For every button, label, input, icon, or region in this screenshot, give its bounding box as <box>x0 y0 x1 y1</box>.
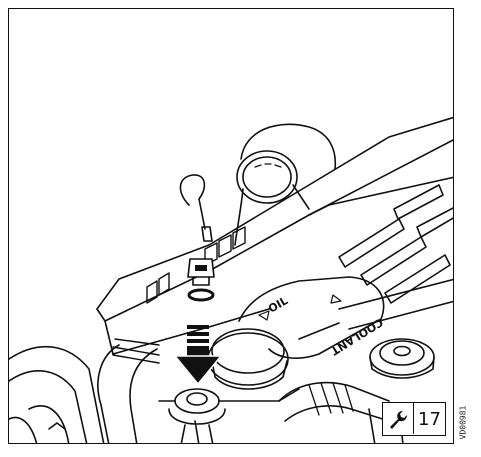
illustration-frame: OIL COOLANT 17 <box>8 8 454 444</box>
oil-label: OIL <box>266 294 290 315</box>
dipstick <box>179 174 213 242</box>
filler-area <box>238 276 385 359</box>
air-intake <box>234 123 337 246</box>
drain-plug <box>158 388 300 443</box>
engine-illustration: OIL COOLANT <box>9 116 453 443</box>
step-badge: 17 <box>382 402 446 436</box>
reference-code-text: VD00981 <box>458 405 468 440</box>
down-arrow <box>174 325 222 385</box>
hose-left <box>97 338 160 443</box>
reference-code: VD00981 <box>458 404 472 442</box>
coolant-triangle-mark <box>330 294 342 304</box>
filler-plug <box>187 258 215 302</box>
oil-filler-neck <box>207 328 289 390</box>
coolant-cap <box>338 278 453 379</box>
wrench-icon <box>383 403 414 434</box>
step-number: 17 <box>418 408 441 430</box>
coolant-label: COOLANT <box>328 315 385 358</box>
lower-left-hoses <box>9 345 105 443</box>
oil-triangle-mark <box>258 310 270 321</box>
